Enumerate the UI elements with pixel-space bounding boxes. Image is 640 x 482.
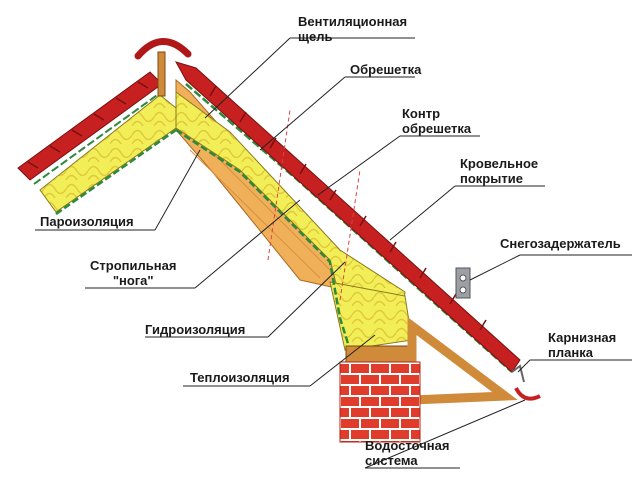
label-roofing-line1: Кровельное: [460, 156, 539, 171]
label-vent-gap-line1: Вентиляционная: [298, 14, 408, 29]
ridge-post: [157, 51, 166, 97]
left-vapor-line: [55, 128, 177, 216]
label-drainage-line1: Водосточная: [365, 438, 450, 453]
right-tiles: [174, 61, 521, 373]
label-snow-guard: Снегозадержатель: [500, 236, 621, 251]
label-rafter-line1: Стропильная: [90, 258, 177, 273]
label-counter-battens: Контр обрешетка: [402, 106, 471, 136]
label-waterproofing: Гидроизоляция: [145, 322, 245, 337]
label-battens: Обрешетка: [350, 62, 421, 77]
vapor-barrier-line: [175, 128, 352, 351]
label-snow-guard-text: Снегозадержатель: [500, 236, 621, 251]
ridge-tile: [134, 38, 192, 60]
label-waterproofing-text: Гидроизоляция: [145, 322, 246, 337]
brick-wall: [339, 361, 421, 443]
label-rafter: Стропильная "нога": [90, 258, 176, 288]
label-vapor-barrier: Пароизоляция: [40, 214, 134, 229]
label-vent-gap-line2: щель: [298, 29, 333, 44]
label-roofing: Кровельное покрытие: [460, 156, 538, 186]
label-rafter-line2: "нога": [112, 273, 154, 288]
left-waterproof-line: [33, 92, 161, 185]
right-tile-laps: [209, 85, 487, 331]
label-eave-strip-line2: планка: [548, 345, 593, 360]
right-slope: [174, 61, 541, 405]
label-insulation-text: Теплоизоляция: [190, 370, 290, 385]
label-vapor-barrier-text: Пароизоляция: [40, 214, 134, 229]
left-slope: [17, 71, 177, 216]
label-roofing-line2: покрытие: [460, 171, 523, 186]
label-eave-strip-line1: Карнизная: [548, 330, 617, 345]
label-counter-battens-line1: Контр: [402, 106, 441, 121]
wall-plate: [345, 345, 411, 363]
label-battens-text: Обрешетка: [350, 62, 422, 77]
label-drainage: Водосточная система: [365, 438, 449, 468]
label-vent-gap: Вентиляционная щель: [298, 14, 407, 44]
ridge-cap: [134, 38, 192, 97]
label-drainage-line2: система: [365, 453, 418, 468]
snow-guard: [455, 267, 471, 299]
axis-lines: [267, 109, 361, 301]
left-tile-laps: [27, 81, 149, 169]
label-counter-battens-line2: обрешетка: [402, 121, 472, 136]
gutter: [514, 387, 541, 401]
eave-insulation: [329, 281, 413, 351]
label-eave-strip: Карнизная планка: [548, 330, 616, 360]
leader-lines: [35, 37, 632, 469]
eave-strip: [511, 364, 525, 383]
label-insulation: Теплоизоляция: [190, 370, 290, 385]
